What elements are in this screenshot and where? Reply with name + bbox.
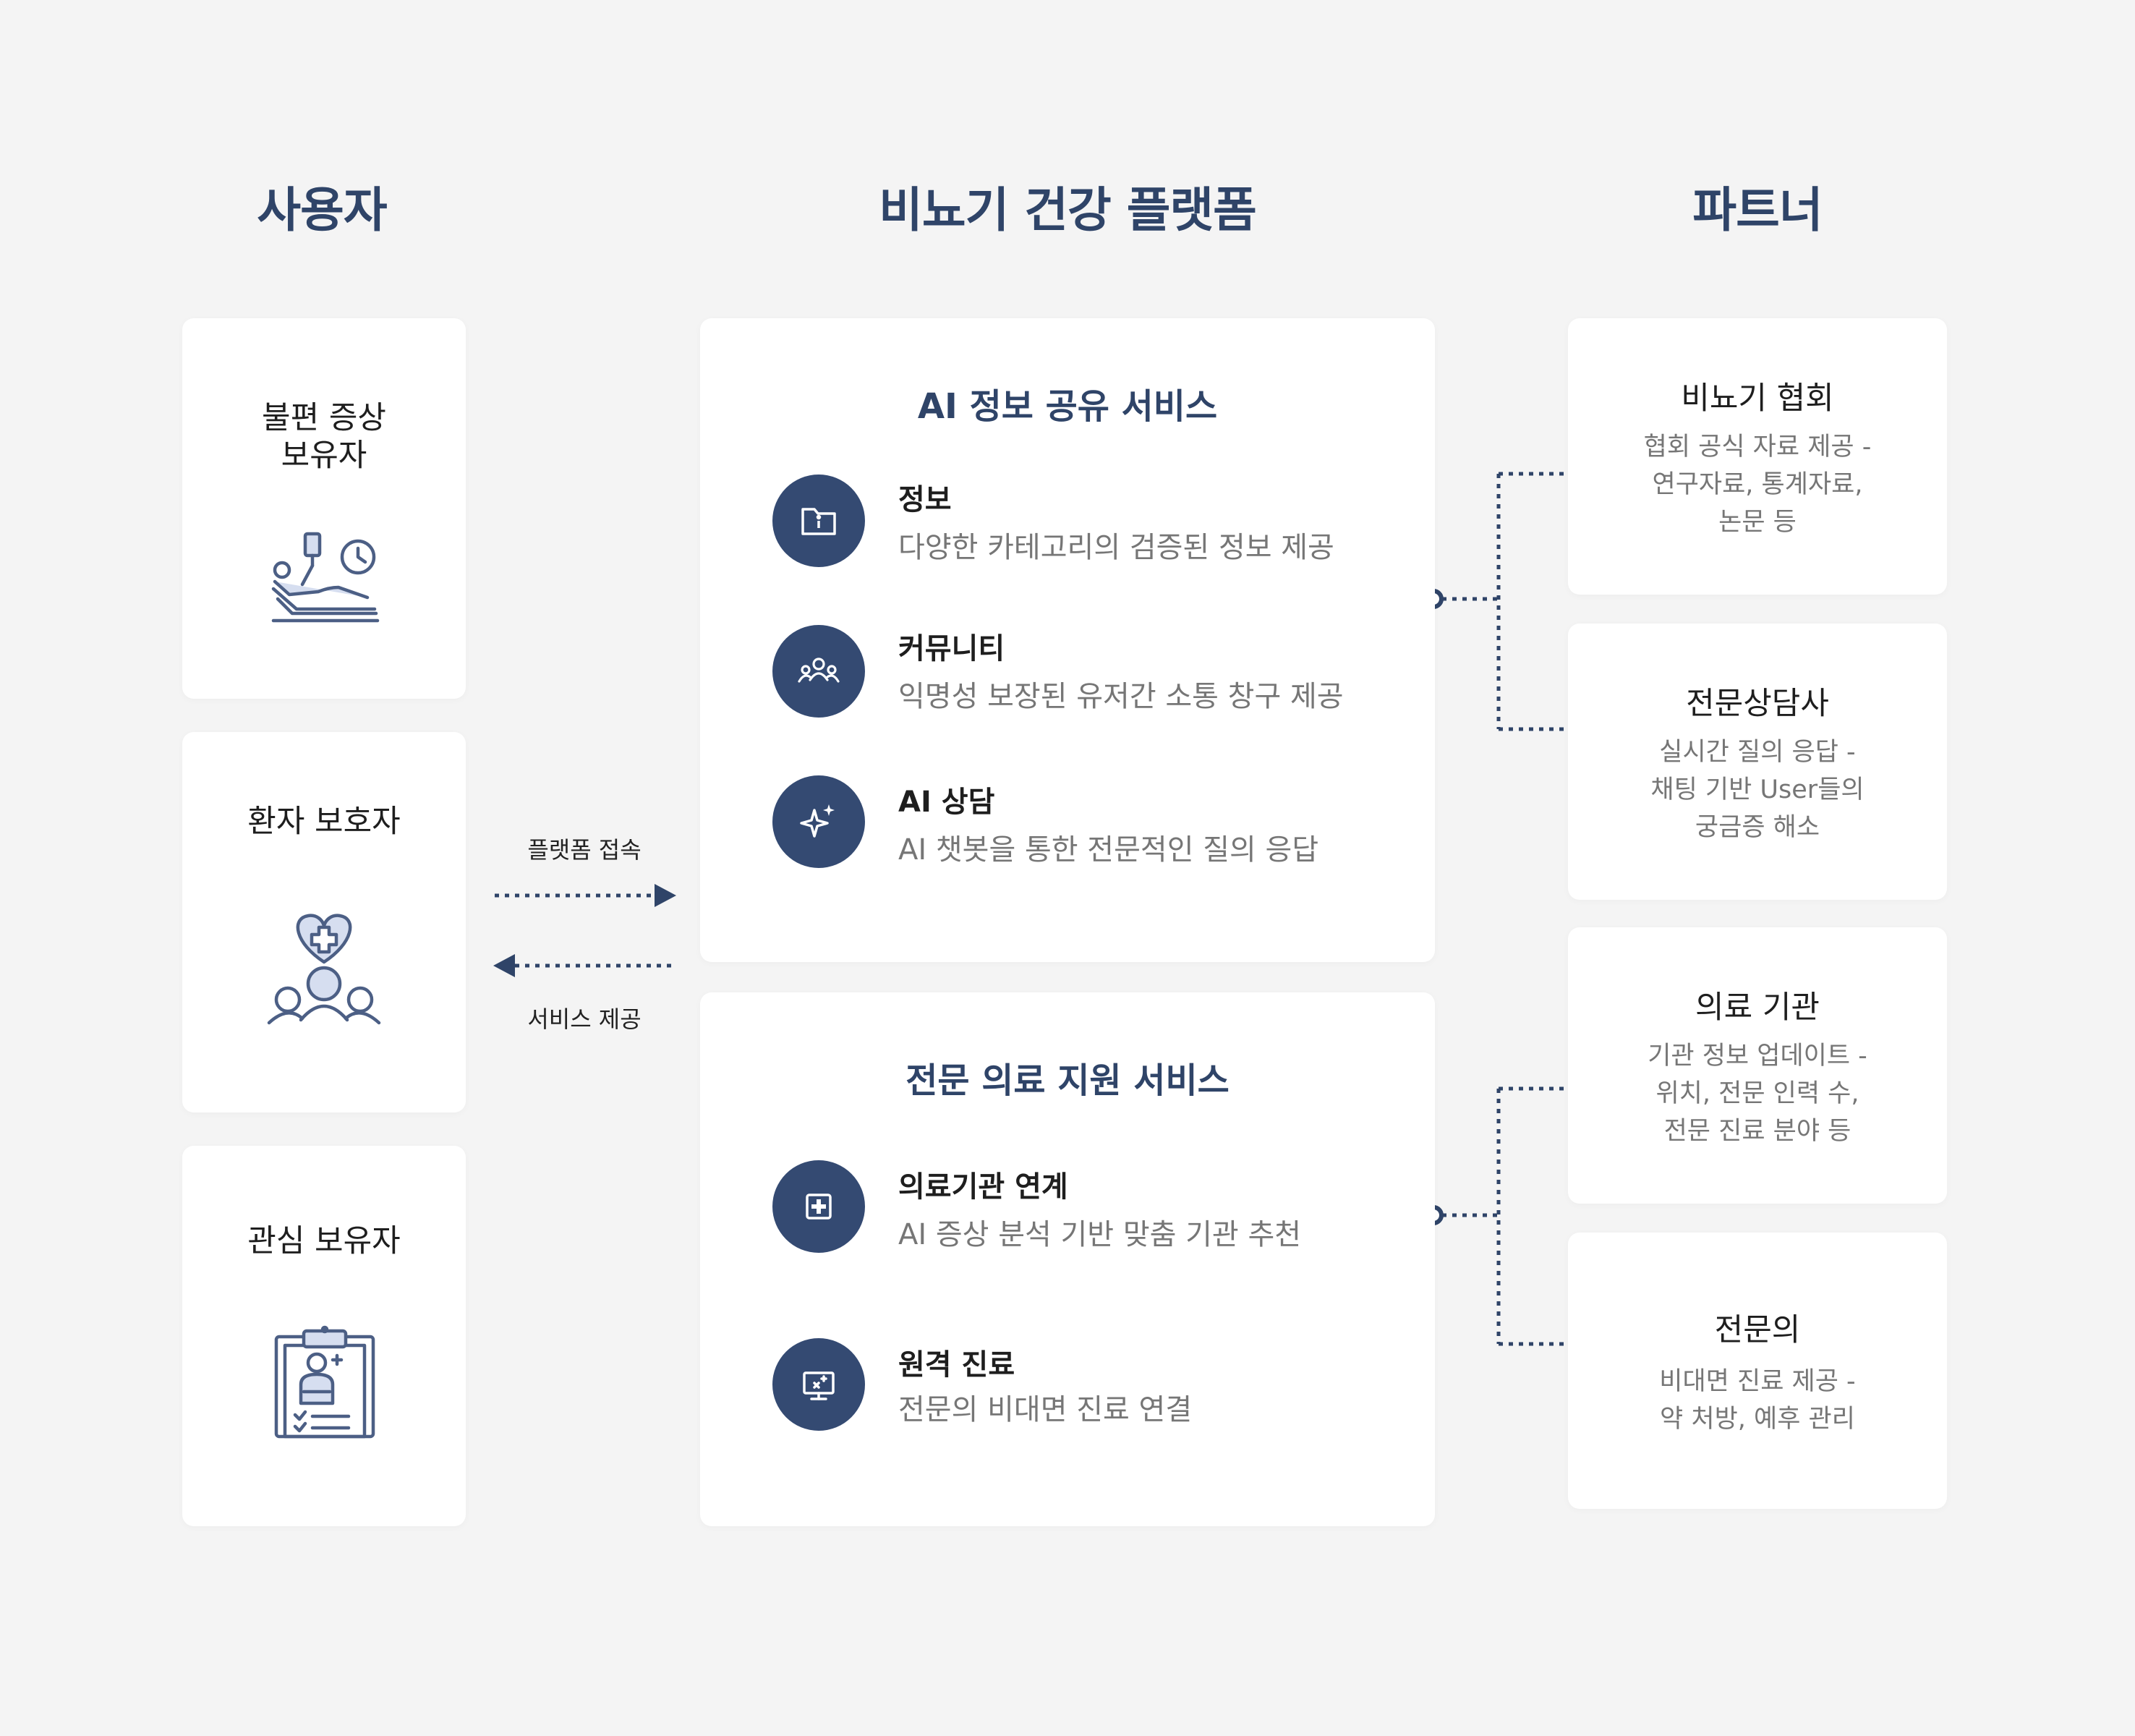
user-card-symptom-holder: 불편 증상 보유자 (182, 318, 466, 699)
partner-card-specialist: 전문의 비대면 진료 제공 - 약 처방, 예후 관리 (1568, 1233, 1947, 1509)
service-title: AI 정보 공유 서비스 (917, 386, 1218, 427)
partner-title: 의료 기관 (1695, 990, 1820, 1026)
item-title: 정보 (898, 483, 952, 516)
user-label-line2: 보유자 (281, 438, 367, 474)
people-group-icon (772, 625, 865, 718)
medical-plus-icon (772, 1160, 865, 1253)
flow-label-to-platform: 플랫폼 접속 (527, 836, 642, 864)
partner-title: 비뇨기 협회 (1681, 380, 1834, 417)
item-title: 의료기관 연계 (898, 1170, 1068, 1204)
user-label: 관심 보유자 (247, 1223, 401, 1259)
flow-arrow-to-platform-head (655, 884, 676, 907)
service-card-ai-info: AI 정보 공유 서비스 정보 다양한 카테고리의 검증된 정보 제공 커뮤니티… (700, 318, 1435, 962)
partner-desc-line: 논문 등 (1718, 508, 1797, 537)
service-title: 전문 의료 지원 서비스 (905, 1060, 1230, 1101)
partner-card-counselor: 전문상담사 실시간 질의 응답 - 채팅 기반 User들의 궁금증 해소 (1568, 624, 1947, 900)
partner-desc-line: 궁금증 해소 (1695, 813, 1820, 842)
item-title: 원격 진료 (898, 1348, 1015, 1382)
partner-desc-line: 위치, 전문 인력 수, (1655, 1079, 1859, 1108)
user-card-interested: 관심 보유자 (182, 1146, 466, 1526)
flow-label-to-user: 서비스 제공 (527, 1005, 642, 1033)
partner-card-medical-institution: 의료 기관 기관 정보 업데이트 - 위치, 전문 인력 수, 전문 진료 분야… (1568, 927, 1947, 1204)
patient-bed-iv-clock-icon (271, 532, 380, 623)
info-folder-icon (772, 475, 865, 567)
partner-desc-line: 채팅 기반 User들의 (1650, 775, 1865, 804)
item-desc: 전문의 비대면 진료 연결 (898, 1393, 1193, 1426)
partner-desc-line: 전문 진료 분야 등 (1663, 1117, 1851, 1146)
partners-column-title: 파트너 (1692, 182, 1823, 238)
user-card-guardian: 환자 보호자 (182, 732, 466, 1112)
item-desc: 다양한 카테고리의 검증된 정보 제공 (898, 531, 1334, 564)
partner-card-association: 비뇨기 협회 협회 공식 자료 제공 - 연구자료, 통계자료, 논문 등 (1568, 318, 1947, 595)
user-label: 환자 보호자 (247, 804, 401, 840)
users-column-title: 사용자 (257, 182, 387, 238)
partner-desc-line: 약 처방, 예후 관리 (1660, 1405, 1855, 1434)
partner-desc-line: 협회 공식 자료 제공 - (1643, 433, 1872, 461)
partner-title: 전문의 (1714, 1312, 1801, 1348)
item-desc: AI 챗봇을 통한 전문적인 질의 응답 (898, 833, 1319, 867)
partner-desc-line: 연구자료, 통계자료, (1652, 470, 1863, 499)
flow-arrow-to-user-head (493, 954, 515, 977)
item-desc: 익명성 보장된 유저간 소통 창구 제공 (898, 680, 1344, 713)
partner-desc-line: 비대면 진료 제공 - (1659, 1367, 1856, 1396)
partner-desc-line: 기관 정보 업데이트 - (1648, 1042, 1867, 1071)
user-label-line1: 불편 증상 (262, 400, 386, 436)
item-title: 커뮤니티 (898, 632, 1005, 665)
clipboard-person-icon (274, 1325, 375, 1439)
partner-desc-line: 실시간 질의 응답 - (1659, 738, 1856, 767)
partner-title: 전문상담사 (1686, 686, 1829, 722)
telemedicine-monitor-icon (772, 1338, 865, 1431)
heart-cross-family-icon (267, 914, 381, 1025)
item-title: AI 상담 (898, 786, 995, 819)
service-card-medical-support: 전문 의료 지원 서비스 의료기관 연계 AI 증상 분석 기반 맞춤 기관 추… (700, 992, 1435, 1526)
item-desc: AI 증상 분석 기반 맞춤 기관 추천 (898, 1218, 1302, 1251)
platform-column-title: 비뇨기 건강 플랫폼 (879, 182, 1257, 238)
ai-sparkle-icon (772, 775, 865, 868)
